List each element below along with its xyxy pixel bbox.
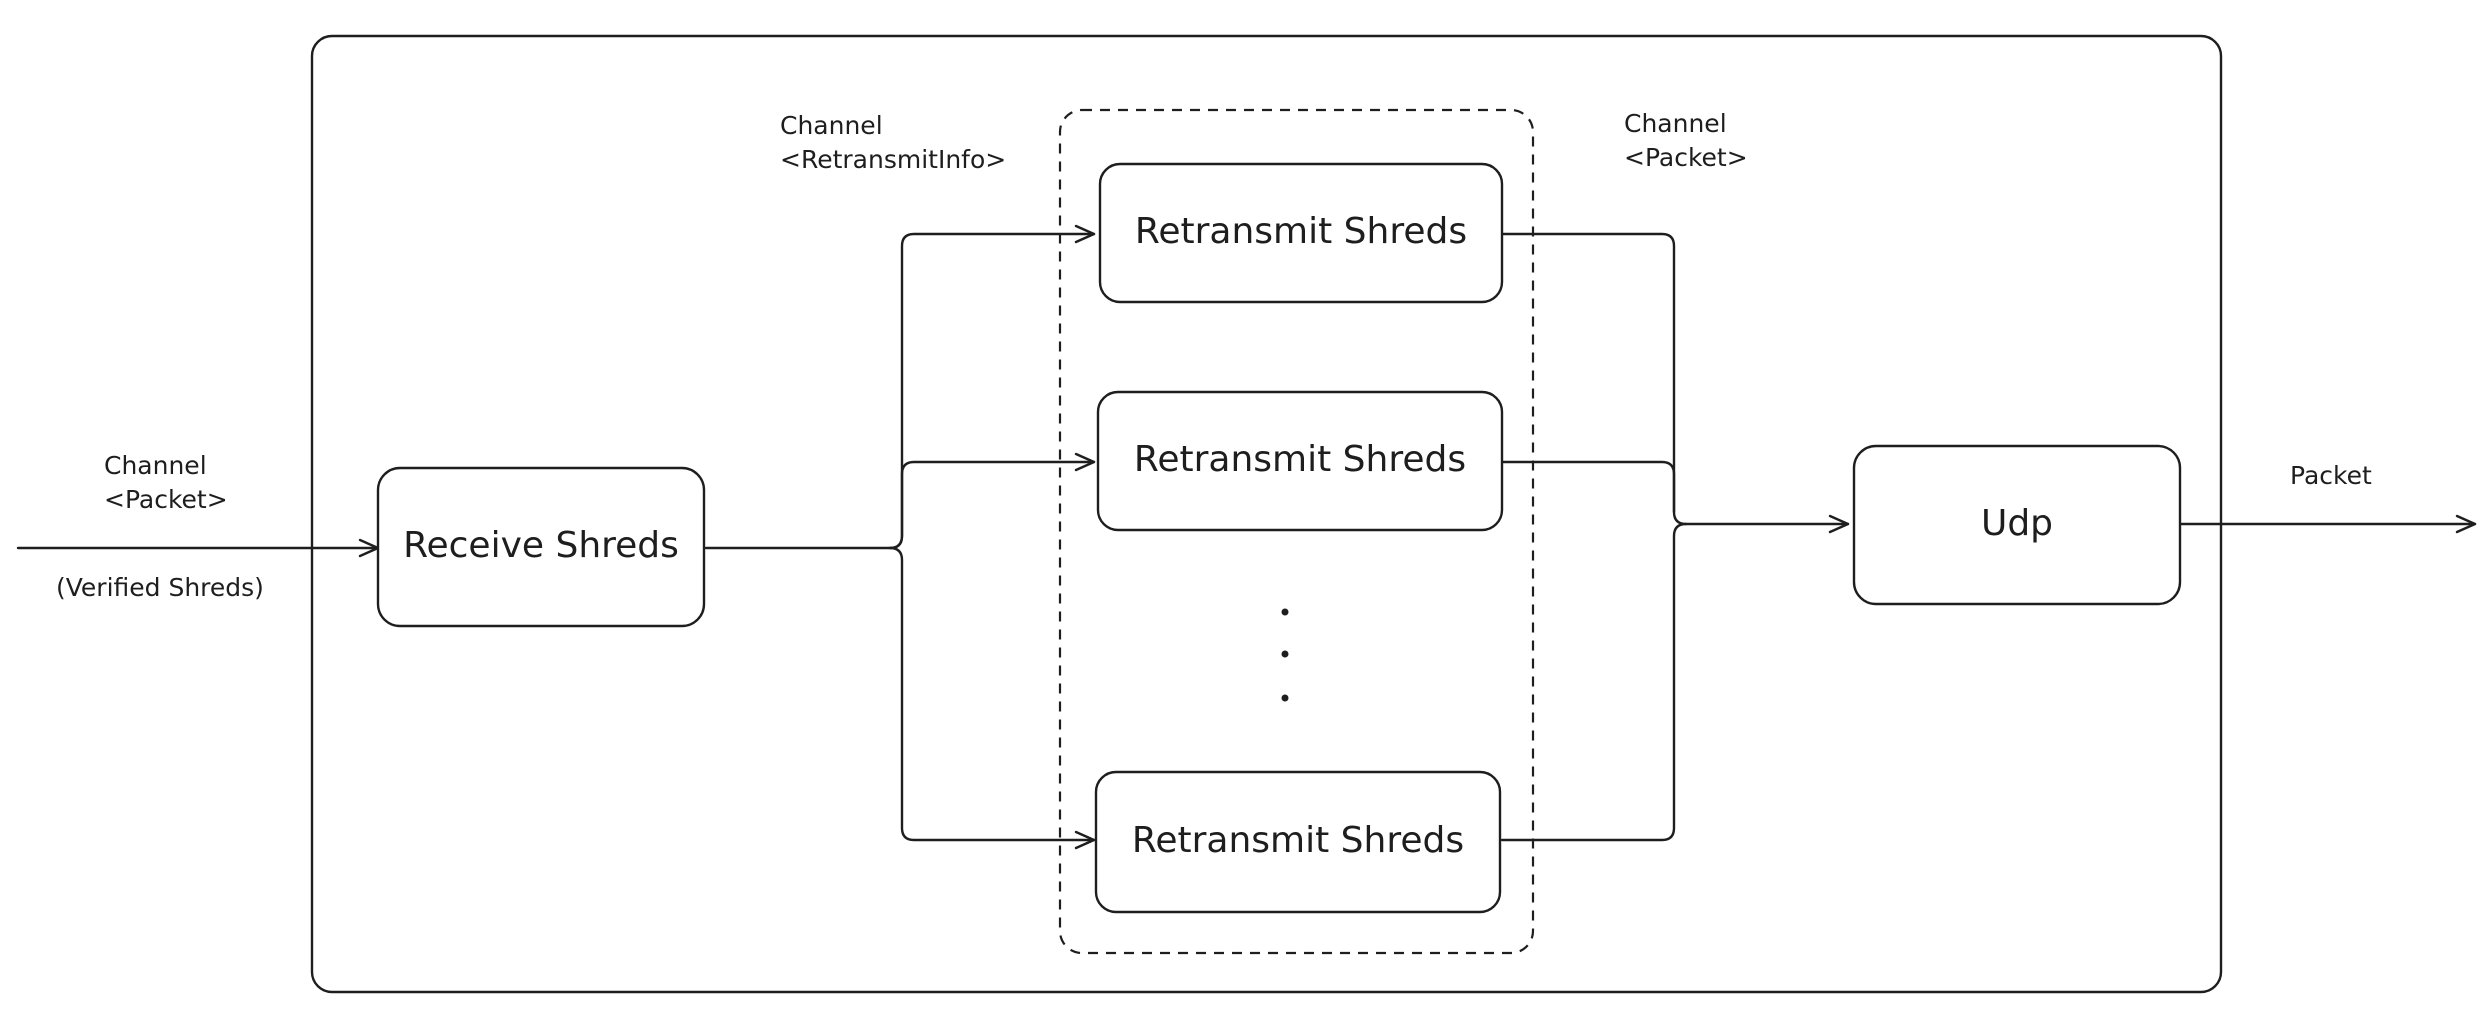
retransmit-shreds-node: Retransmit Shreds <box>1094 770 1502 914</box>
output-packet-label: Packet <box>2290 461 2372 490</box>
output-channel-type-label: <Packet> <box>1624 143 1748 172</box>
receive-shreds-label: Receive Shreds <box>403 525 679 566</box>
input-channel-label: Channel <box>104 451 207 480</box>
output-channel-label: Channel <box>1624 109 1727 138</box>
fanin-connector <box>1500 460 1676 514</box>
receive-shreds-node: Receive Shreds <box>376 466 706 628</box>
fanin-connector <box>1500 522 1688 842</box>
fanin-connector <box>1500 232 1850 534</box>
udp-label: Udp <box>1981 503 2053 544</box>
retransmit-shreds-label: Retransmit Shreds <box>1135 211 1467 252</box>
retransmit-shreds-node: Retransmit Shreds <box>1096 390 1504 532</box>
input-note-label: (Verified Shreds) <box>56 573 264 602</box>
udp-node: Udp <box>1852 444 2182 606</box>
fanout-connector <box>888 452 1096 550</box>
retransmit-channel-label: Channel <box>780 111 883 140</box>
fanout-connector <box>888 546 1096 850</box>
retransmit-shreds-node: Retransmit Shreds <box>1098 162 1504 304</box>
ellipsis <box>1281 608 1289 702</box>
retransmit-channel-type-label: <RetransmitInfo> <box>780 145 1006 174</box>
input-channel-type-label: <Packet> <box>104 485 228 514</box>
retransmit-shreds-label: Retransmit Shreds <box>1132 820 1464 861</box>
fanout-connector <box>704 224 1096 550</box>
outer-container <box>310 34 2223 994</box>
retransmit-shreds-label: Retransmit Shreds <box>1134 439 1466 480</box>
